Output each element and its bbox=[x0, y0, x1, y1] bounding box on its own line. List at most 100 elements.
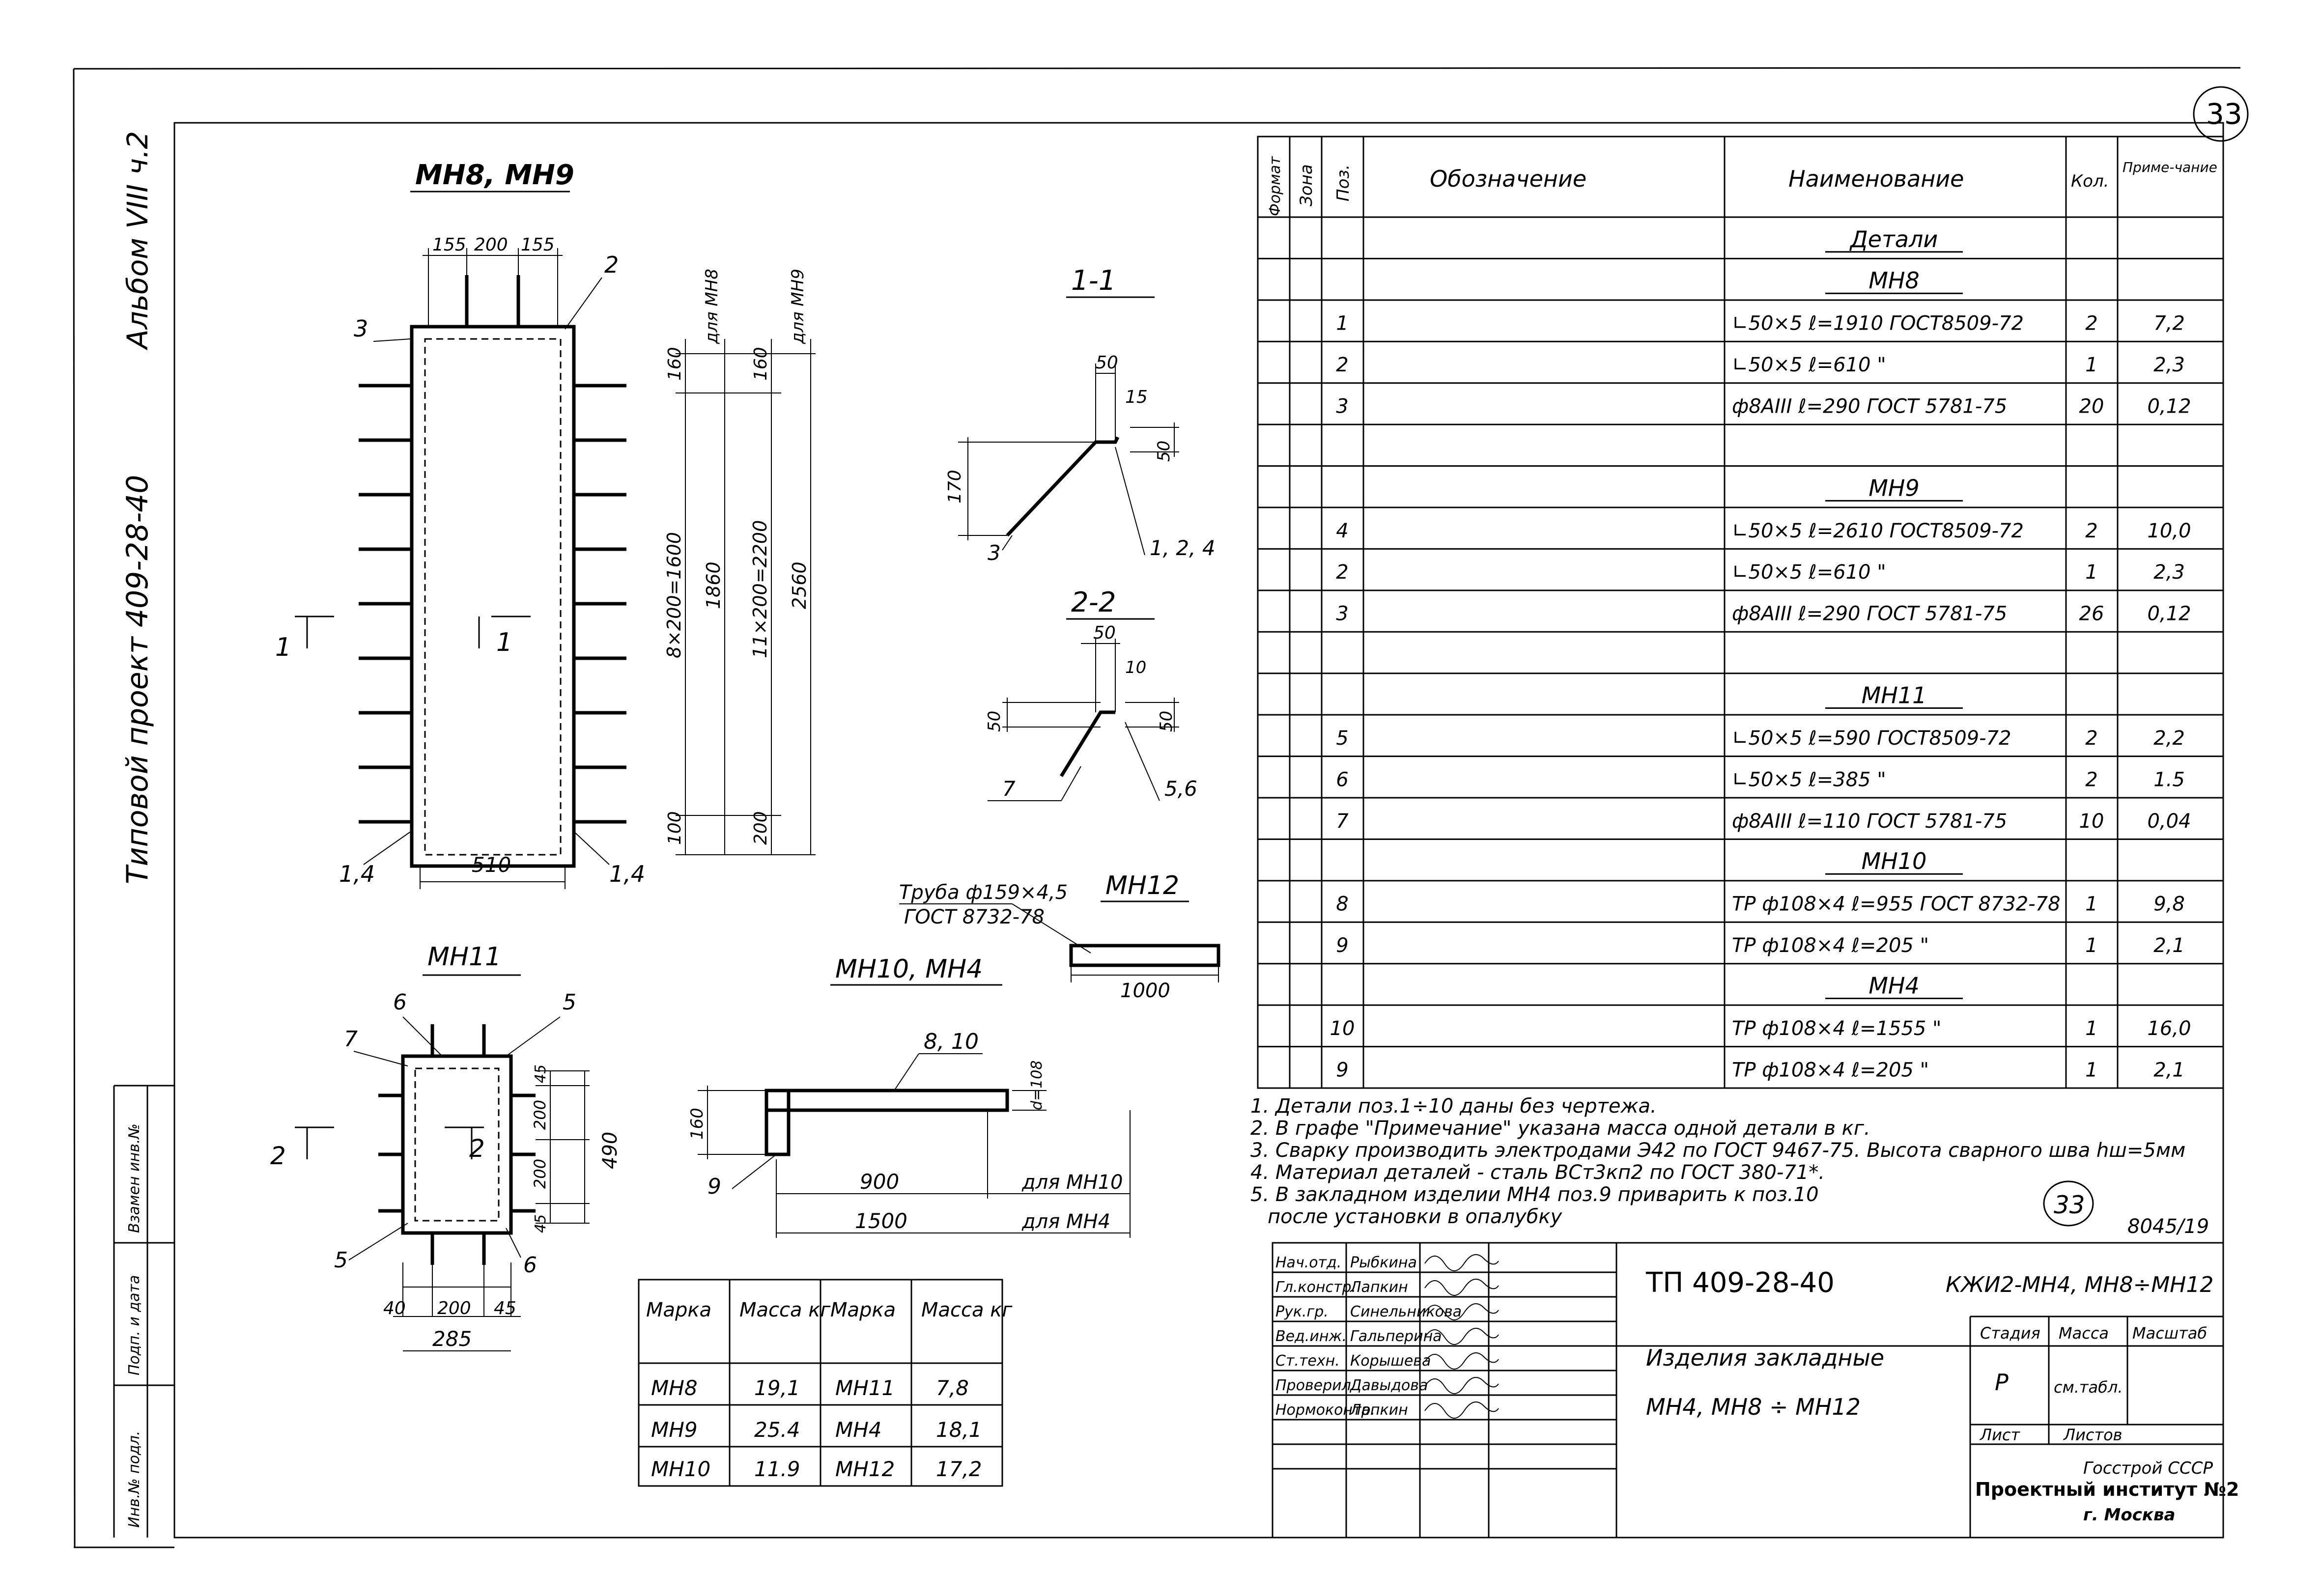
spec-note: 2,2 bbox=[2153, 727, 2185, 750]
svg-text:ГОСТ 8732-78: ГОСТ 8732-78 bbox=[904, 906, 1045, 928]
svg-text:3: 3 bbox=[988, 541, 1001, 565]
svg-text:11×200=2200: 11×200=2200 bbox=[749, 520, 771, 658]
side-project-title: Типовой проект 409-28-40 bbox=[120, 475, 155, 884]
svg-text:7: 7 bbox=[344, 1027, 358, 1052]
svg-text:7: 7 bbox=[1002, 777, 1016, 801]
svg-text:50: 50 bbox=[985, 711, 1004, 732]
view-mn12: МН12 Труба ф159×4,5 ГОСТ 8732-78 1000 bbox=[899, 871, 1220, 1002]
svg-text:МН12: МН12 bbox=[835, 1457, 895, 1481]
tb-project: ТП 409-28-40 bbox=[1645, 1267, 1835, 1299]
svg-text:200: 200 bbox=[437, 1298, 471, 1318]
svg-text:1, 2, 4: 1, 2, 4 bbox=[1150, 536, 1216, 560]
spec-pos: 1 bbox=[1336, 312, 1348, 335]
mass-table: Марка Масса кг Марка Масса кг МН8 19,1 М… bbox=[638, 1279, 1013, 1487]
svg-text:160: 160 bbox=[751, 347, 771, 381]
svg-text:490: 490 bbox=[599, 1132, 622, 1169]
svg-text:Формат: Формат bbox=[1267, 156, 1284, 216]
svg-text:2560: 2560 bbox=[789, 561, 810, 609]
spec-qty: 2 bbox=[2085, 520, 2097, 542]
svg-text:50: 50 bbox=[1096, 353, 1118, 373]
svg-text:8×200=1600: 8×200=1600 bbox=[663, 532, 685, 658]
view-section-2-2: 2-2 50 10 50 50 7 5,6 bbox=[985, 587, 1197, 801]
spec-qty: 1 bbox=[2085, 893, 2097, 916]
svg-text:2: 2 bbox=[469, 1134, 485, 1163]
tb-code: КЖИ2-МН4, МН8÷МН12 bbox=[1946, 1272, 2213, 1297]
svg-text:50: 50 bbox=[1093, 623, 1116, 643]
svg-text:160: 160 bbox=[687, 1108, 707, 1140]
spec-name: ∟50×5 ℓ=610 " bbox=[1732, 354, 1886, 376]
spec-qty: 1 bbox=[2085, 1017, 2097, 1040]
mass-header-0: Марка bbox=[646, 1299, 711, 1321]
svg-text:5,6: 5,6 bbox=[1164, 777, 1197, 801]
signature bbox=[1424, 1303, 1499, 1320]
staff-name: Гальперина bbox=[1350, 1328, 1442, 1345]
spec-heading: МН9 bbox=[1868, 475, 1920, 501]
sheet-number-top: 33 bbox=[2193, 86, 2249, 142]
spec-qty: 1 bbox=[2085, 354, 2097, 376]
svg-text:1000: 1000 bbox=[1120, 980, 1170, 1002]
svg-text:9: 9 bbox=[708, 1174, 721, 1199]
svg-text:1: 1 bbox=[496, 628, 512, 657]
svg-text:Зона: Зона bbox=[1297, 164, 1316, 206]
svg-text:40: 40 bbox=[383, 1298, 406, 1318]
mn10-mn4-title: МН10, МН4 bbox=[835, 954, 983, 984]
svg-text:см.табл.: см.табл. bbox=[2054, 1378, 2123, 1397]
staff-role: Гл.констр. bbox=[1275, 1279, 1356, 1296]
mass-header-1: Масса кг bbox=[739, 1299, 831, 1321]
spec-qty: 20 bbox=[2079, 395, 2104, 418]
side-cell-replace: Взамен инв.№ bbox=[126, 1123, 143, 1233]
spec-pos: 3 bbox=[1336, 395, 1348, 418]
svg-text:1,4: 1,4 bbox=[339, 861, 375, 887]
spec-qty: 26 bbox=[2079, 603, 2104, 625]
spec-note: 0,12 bbox=[2147, 603, 2191, 625]
staff-name: Синельникова bbox=[1350, 1303, 1462, 1320]
svg-text:45: 45 bbox=[532, 1064, 549, 1083]
spec-pos: 9 bbox=[1336, 1059, 1348, 1081]
view-mn11: МН11 40 200 45 285 45 200 200 45 490 6 bbox=[270, 942, 622, 1351]
note-5: 5. В закладном изделии МН4 поз.9 привари… bbox=[1250, 1183, 1819, 1206]
mn12-title: МН12 bbox=[1105, 871, 1179, 900]
spec-name: ТР ф108×4 ℓ=205 " bbox=[1732, 1059, 1929, 1081]
note-2: 2. В графе "Примечание" указана масса од… bbox=[1250, 1117, 1870, 1140]
signature bbox=[1424, 1401, 1499, 1419]
tb-name-2: МН4, МН8 ÷ МН12 bbox=[1646, 1394, 1861, 1420]
svg-text:160: 160 bbox=[665, 347, 685, 381]
svg-text:7,8: 7,8 bbox=[936, 1376, 969, 1400]
spec-note: 0,04 bbox=[2147, 810, 2191, 833]
spec-heading: МН4 bbox=[1868, 973, 1920, 999]
svg-text:45: 45 bbox=[494, 1298, 516, 1318]
signature bbox=[1424, 1377, 1499, 1394]
svg-text:2: 2 bbox=[604, 252, 619, 278]
svg-text:285: 285 bbox=[432, 1327, 472, 1351]
svg-text:1860: 1860 bbox=[703, 561, 724, 609]
spec-note: 7,2 bbox=[2153, 312, 2185, 335]
spec-qty: 10 bbox=[2079, 810, 2104, 833]
svg-text:Листов: Листов bbox=[2063, 1426, 2123, 1444]
svg-text:50: 50 bbox=[1157, 711, 1176, 732]
svg-text:200: 200 bbox=[531, 1100, 549, 1130]
mn11-title: МН11 bbox=[427, 942, 501, 972]
svg-text:100: 100 bbox=[665, 811, 685, 845]
svg-text:155: 155 bbox=[432, 235, 466, 255]
specification-table: Формат Зона Поз. Обозначение Наименовани… bbox=[1257, 136, 2224, 1089]
svg-text:МН11: МН11 bbox=[835, 1376, 895, 1400]
rebar-studs bbox=[359, 384, 626, 1213]
spec-note: 16,0 bbox=[2147, 1017, 2191, 1040]
staff-role: Ст.техн. bbox=[1275, 1352, 1340, 1370]
spec-heading: МН8 bbox=[1868, 267, 1920, 294]
svg-text:900: 900 bbox=[860, 1170, 899, 1194]
spec-heading: МН10 bbox=[1862, 848, 1927, 874]
spec-note: 2,3 bbox=[2153, 354, 2185, 376]
svg-text:Госстрой СССР: Госстрой СССР bbox=[2083, 1458, 2213, 1478]
svg-text:для МН8: для МН8 bbox=[702, 269, 722, 344]
svg-text:45: 45 bbox=[532, 1214, 549, 1233]
spec-pos: 3 bbox=[1336, 603, 1348, 625]
spec-note: 2,1 bbox=[2153, 934, 2185, 957]
general-notes: 1. Детали поз.1÷10 даны без чертежа. 2. … bbox=[1250, 1095, 2209, 1238]
note-3: 3. Сварку производить электродами Э42 по… bbox=[1250, 1139, 2185, 1162]
svg-text:Масса: Масса bbox=[2059, 1324, 2109, 1343]
svg-text:d=108: d=108 bbox=[1028, 1061, 1046, 1110]
svg-text:17,2: 17,2 bbox=[936, 1457, 982, 1481]
spec-header-designation: Обозначение bbox=[1430, 166, 1586, 192]
